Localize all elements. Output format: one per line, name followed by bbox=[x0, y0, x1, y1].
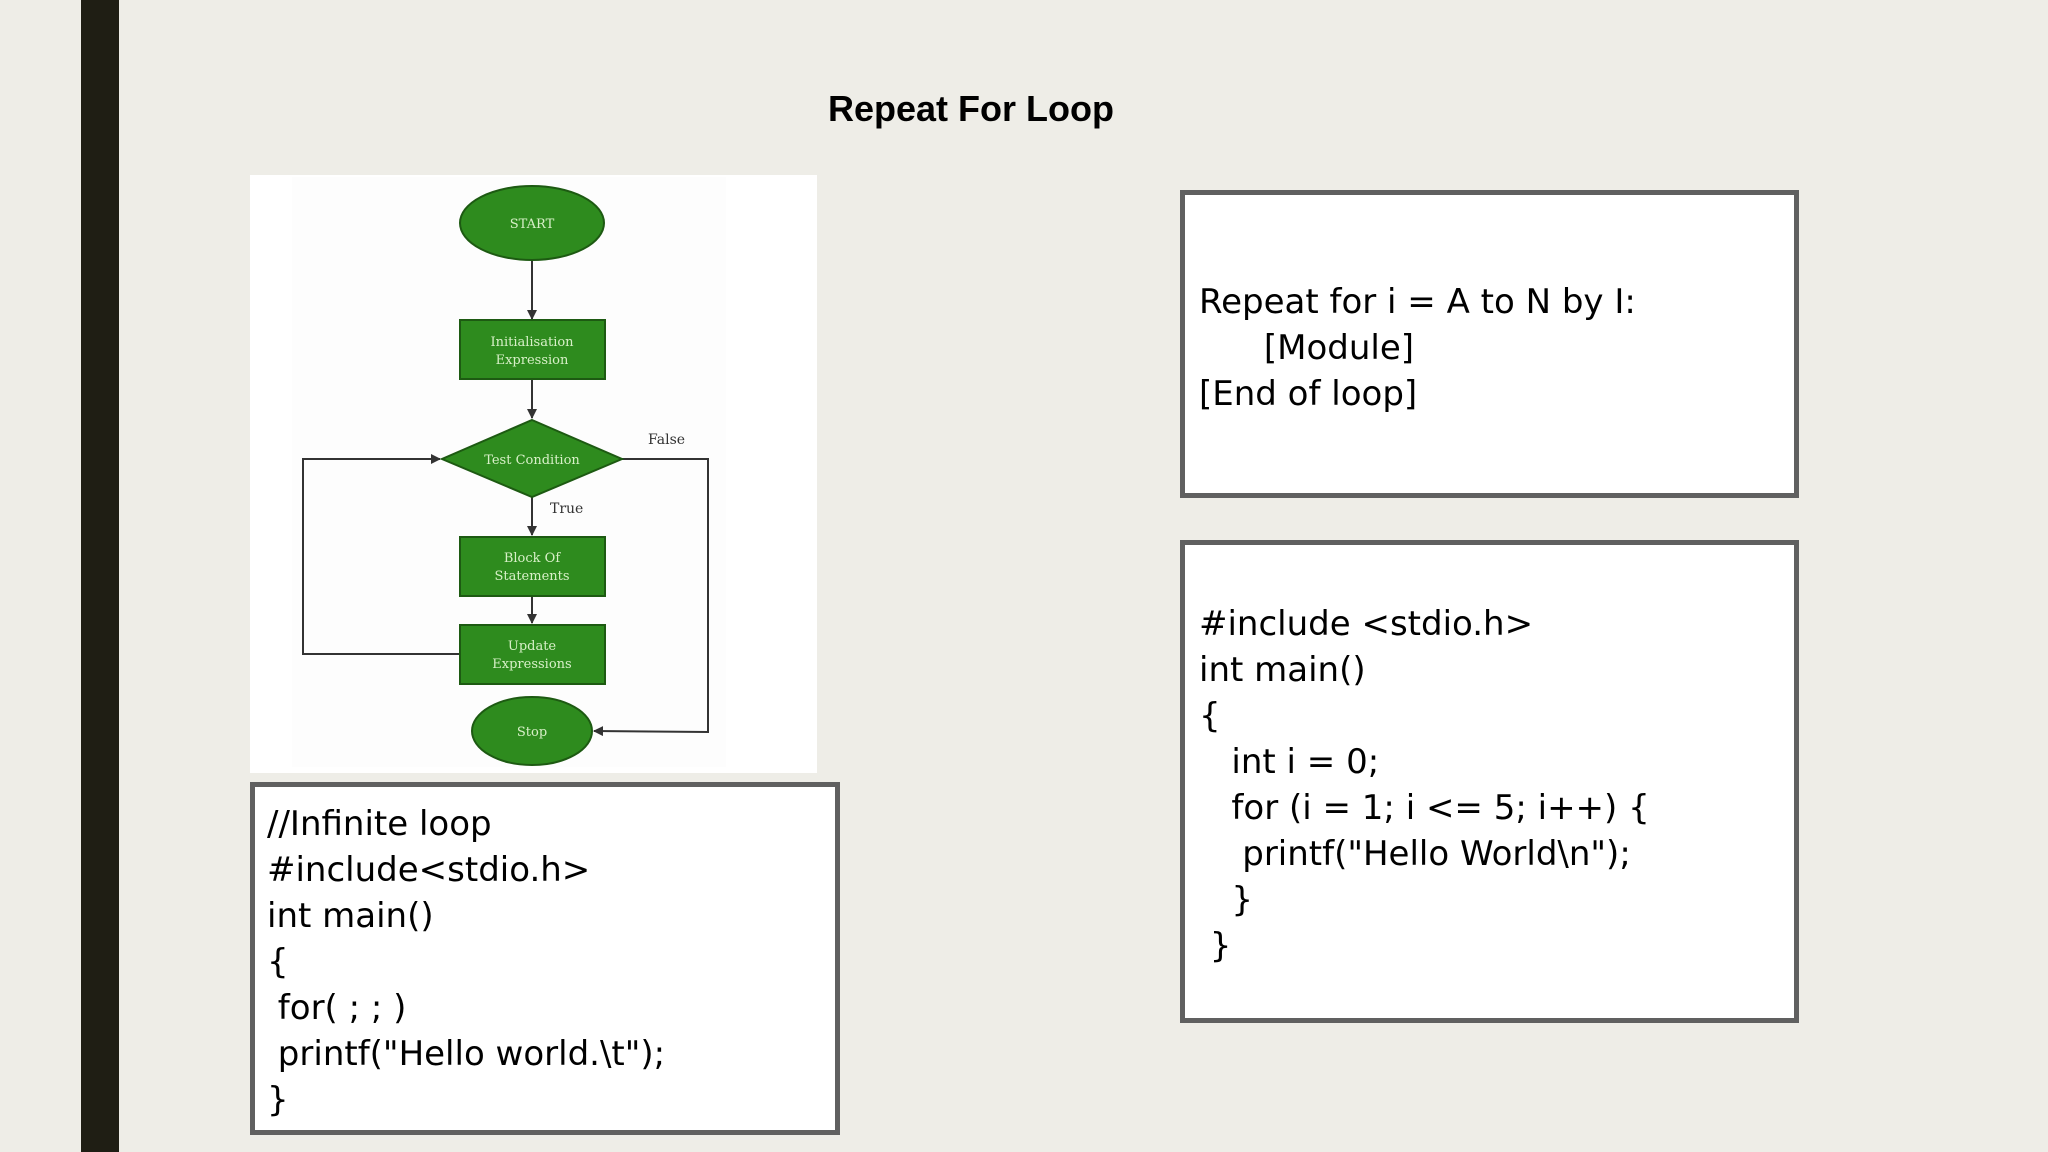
update-label-line2: Expressions bbox=[492, 657, 571, 672]
code-line: [End of loop] bbox=[1199, 374, 1418, 414]
true-label: True bbox=[550, 501, 583, 517]
slide-accent-bar bbox=[81, 0, 119, 1152]
code-line: int main() bbox=[1199, 650, 1366, 690]
infinite-loop-code-box: //Infinite loop #include<stdio.h> int ma… bbox=[250, 782, 840, 1135]
code-line: } bbox=[267, 1080, 289, 1120]
flowchart-svg: START Initialisation Expression Test Con… bbox=[292, 177, 726, 767]
test-decision bbox=[439, 418, 625, 499]
test-label: Test Condition bbox=[484, 453, 580, 468]
stop-terminal bbox=[471, 696, 593, 766]
update-label-line1: Update bbox=[508, 639, 557, 654]
update-process bbox=[459, 624, 606, 685]
code-line: { bbox=[1199, 696, 1221, 736]
arrow-update-loop-back bbox=[302, 454, 460, 655]
init-process bbox=[459, 319, 606, 380]
false-label: False bbox=[648, 432, 685, 448]
pseudocode-content: Repeat for i = A to N by I: [Module] [En… bbox=[1199, 279, 1636, 417]
start-terminal bbox=[459, 185, 605, 261]
for-loop-code-content: #include <stdio.h> int main() { int i = … bbox=[1199, 601, 1650, 969]
for-loop-code-box: #include <stdio.h> int main() { int i = … bbox=[1180, 540, 1799, 1023]
slide-title: Repeat For Loop bbox=[828, 88, 1114, 129]
code-line: { bbox=[267, 942, 289, 982]
code-line: int main() bbox=[267, 896, 434, 936]
block-label-line1: Block Of bbox=[504, 551, 561, 566]
code-line: printf("Hello world.\t"); bbox=[267, 1034, 666, 1074]
code-line: } bbox=[1199, 880, 1254, 920]
block-process bbox=[459, 536, 606, 597]
code-line: #include<stdio.h> bbox=[267, 850, 591, 890]
arrow-false-to-stop bbox=[593, 458, 709, 737]
code-line: for( ; ; ) bbox=[267, 988, 407, 1028]
infinite-loop-code-content: //Infinite loop #include<stdio.h> int ma… bbox=[267, 801, 665, 1123]
code-line: #include <stdio.h> bbox=[1199, 604, 1534, 644]
code-line: for (i = 1; i <= 5; i++) { bbox=[1199, 788, 1650, 828]
code-line: } bbox=[1199, 926, 1232, 966]
code-line: printf("Hello World\n"); bbox=[1199, 834, 1631, 874]
code-line: //Infinite loop bbox=[267, 804, 492, 844]
block-label-line2: Statements bbox=[494, 569, 569, 584]
init-label-line2: Expression bbox=[496, 353, 569, 368]
code-line: [Module] bbox=[1199, 328, 1415, 368]
start-label: START bbox=[510, 217, 555, 232]
code-line: int i = 0; bbox=[1199, 742, 1380, 782]
pseudocode-box: Repeat for i = A to N by I: [Module] [En… bbox=[1180, 190, 1799, 498]
stop-label: Stop bbox=[517, 725, 547, 740]
for-loop-flowchart: START Initialisation Expression Test Con… bbox=[250, 175, 817, 773]
code-line: Repeat for i = A to N by I: bbox=[1199, 282, 1636, 322]
init-label-line1: Initialisation bbox=[490, 335, 574, 350]
